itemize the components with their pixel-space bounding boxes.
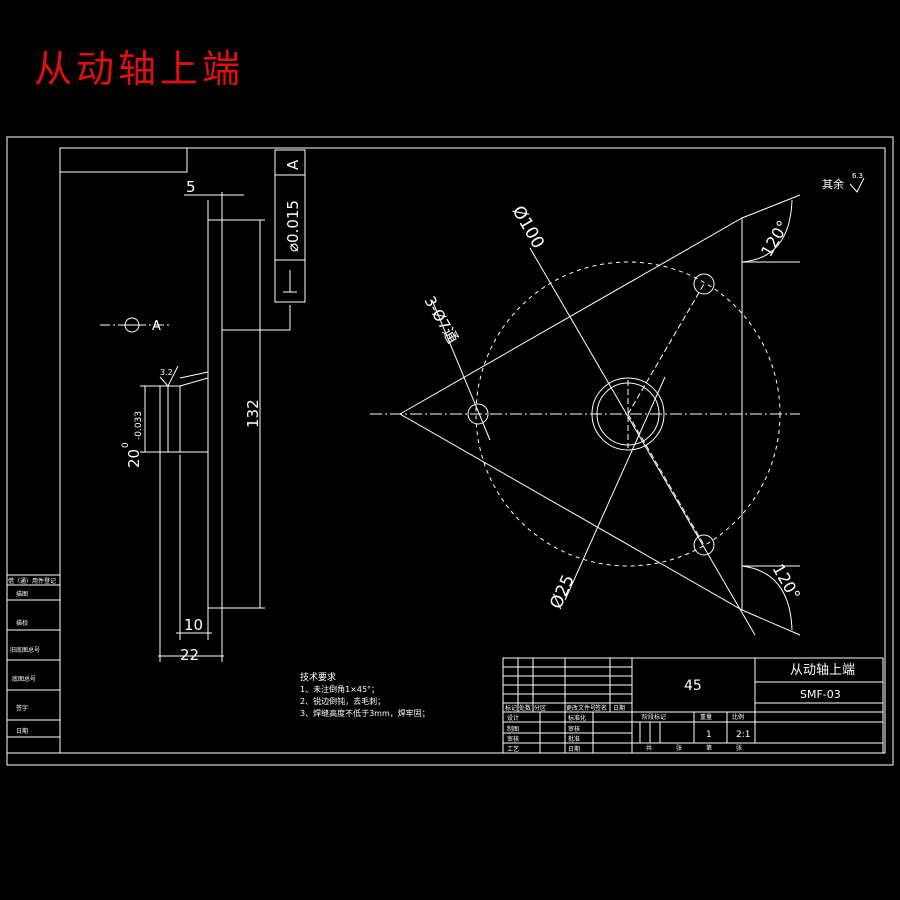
row-process: 工艺 (507, 745, 519, 753)
sheet-no: 第 (706, 744, 712, 752)
scale-value: 2:1 (736, 730, 750, 740)
bore-outer (591, 377, 665, 451)
side-table-row-5: 底图总号 (12, 675, 36, 683)
side-table-row-3: 描校 (16, 619, 28, 627)
side-table-row-6: 签字 (16, 704, 28, 712)
hdr-zone: 分区 (534, 704, 546, 712)
hole-top (693, 273, 715, 295)
hdr-sign: 签名 (595, 704, 607, 712)
row-std: 标准化 (568, 714, 586, 722)
hole-bottom (693, 534, 715, 556)
title-block (502, 657, 884, 754)
row-draw: 制图 (507, 725, 519, 733)
bore-inner (596, 382, 660, 446)
scale-label: 比例 (732, 713, 744, 721)
row-check: 审核 (507, 735, 519, 743)
tolerance-datum: A (284, 159, 302, 170)
quantity-value: 1 (706, 730, 712, 740)
row-date: 日期 (568, 745, 580, 753)
angle-top-label: 120° (757, 217, 793, 260)
row-design: 设计 (507, 714, 519, 722)
part-name: 从动轴上端 (790, 663, 855, 678)
side-table-row-2: 描图 (16, 590, 28, 598)
dim-20-upper-tol: 0 (121, 442, 131, 448)
sheet-label: 张 (676, 744, 682, 752)
side-table-row-7: 日期 (16, 727, 28, 735)
side-view (100, 149, 306, 662)
hole-left (467, 403, 489, 425)
dim-10-label: 10 (184, 616, 203, 634)
roughness-value: 6.3 (852, 172, 863, 180)
dim-132-label: 132 (244, 399, 262, 428)
datum-marker-label: A (152, 319, 161, 334)
drawing-number: SMF-03 (800, 688, 841, 701)
notes-title: 技术要求 (300, 671, 336, 683)
dim-bore-label: Ø25 (546, 572, 579, 612)
note-item-2: 2、锐边倒钝，去毛刺； (300, 696, 385, 706)
flange-plate (207, 219, 223, 609)
total-sheets: 共 (646, 744, 652, 752)
note-item-1: 1、未注倒角1×45°； (300, 684, 379, 694)
weight-label: 重量 (700, 713, 712, 721)
row-approve: 批准 (568, 735, 580, 743)
dim-20-label: 20 (125, 449, 143, 468)
roughness-label: 其余 (822, 177, 844, 191)
page-title: 从动轴上端 (34, 47, 245, 91)
dim-circle-label: Ø100 (508, 203, 548, 253)
shaft-stub (159, 385, 181, 453)
side-table (6, 574, 61, 754)
shaft-hub (179, 377, 209, 453)
tolerance-value: ⌀0.015 (284, 200, 302, 252)
outer-frame (6, 136, 894, 766)
dim-hole-label: 3-Ø7通 (421, 293, 462, 346)
tolerance-frame (274, 149, 306, 303)
front-view (370, 177, 865, 636)
hdr-date: 日期 (613, 704, 625, 712)
material-label: 45 (684, 678, 702, 694)
dim-20-lower-tol: -0.033 (134, 411, 144, 440)
hdr-mark: 标记 (505, 704, 517, 712)
sheet-label-2: 张 (736, 744, 742, 752)
roughness-3-2: 3.2 (160, 368, 173, 377)
row-review: 审核 (568, 725, 580, 733)
side-table-row-1: 借（通）用件登记 (8, 577, 56, 585)
hdr-change: 更改文件号 (566, 704, 596, 712)
hdr-count: 处数 (519, 704, 531, 712)
dim-5-label: 5 (186, 178, 196, 196)
side-table-row-4: 旧底图总号 (10, 646, 40, 654)
note-item-3: 3、焊缝高度不低于3mm，焊牢固； (300, 708, 430, 718)
dim-22-label: 22 (180, 646, 199, 664)
inner-frame (59, 147, 886, 754)
angle-bottom-label: 120° (769, 561, 805, 604)
stage-label: 阶段标记 (642, 713, 666, 721)
code-box (60, 148, 188, 173)
